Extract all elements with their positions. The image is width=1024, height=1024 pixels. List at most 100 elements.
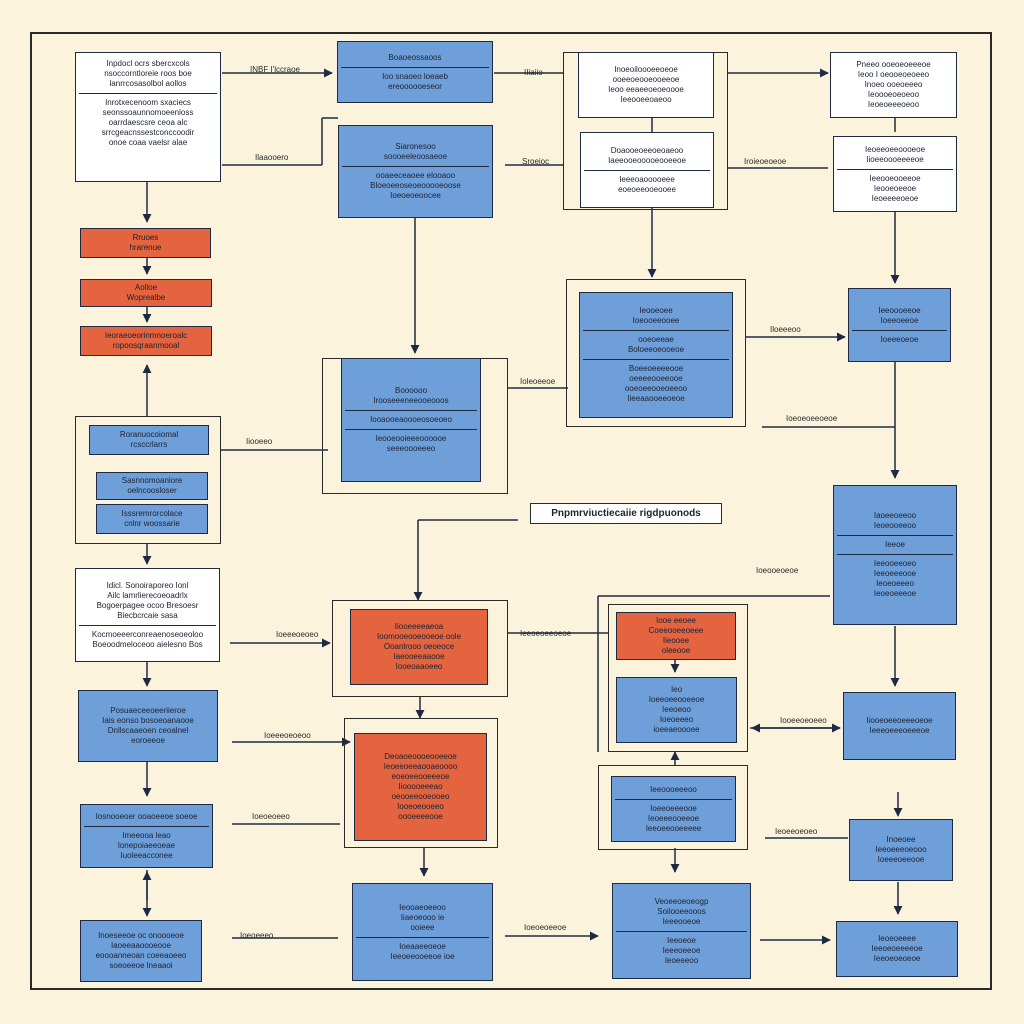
box-text: Inoeseeoe oc onoooeoe	[98, 931, 184, 940]
box-text: Inoeoiloooeeoeoe	[614, 65, 678, 74]
connector-label: Iloeeeoo	[770, 325, 801, 334]
box-text: ooeeoeooeooeeoe	[612, 75, 680, 84]
box-text: Ieoo I oeooeoeoeeo	[857, 70, 930, 79]
box-text: Boloeeoeooeoe	[627, 345, 685, 354]
box-text: nsoccorntloreie roos boe	[104, 69, 192, 78]
alert-box: Deoaoeoooeooeeoe Ieoeeoeeaooaeoooo eoeoe…	[354, 733, 487, 841]
process-box: Ieoeeoeeoooeoe Iioeeoooeeeeoe Ieeooeooee…	[833, 136, 957, 212]
divider	[84, 825, 209, 827]
alert-box: Iooe eeoee Coeeooeeoeee Iieooee oleeooe	[616, 612, 736, 660]
process-box: Ieeoooeeoe Ioeeoeeoe Ioeeeoeoe	[848, 288, 951, 362]
connector-label: Ioeeeoeoeo	[276, 630, 319, 639]
box-text: rcsccrlarrs	[130, 440, 168, 449]
box-text: Ieooeoeeoe	[873, 183, 917, 193]
box-text: Iaeooeeaaooe	[393, 652, 445, 661]
box-text: Coeeooeeoeee	[648, 626, 704, 635]
process-box: Inoeoiloooeeoeoe ooeeoeooeooeeoe Ieoo ee…	[578, 52, 714, 118]
box-text: Inrotxecenoom sxaciecs	[105, 98, 191, 107]
box-text: Ieeoe	[884, 540, 906, 549]
box-text: eoeoeeooeooee	[618, 184, 676, 194]
process-box: Doaooeoeeoeoaeoo Iaeeooeooooeooeeoe Ieee…	[580, 132, 714, 208]
box-text: Ieoeoeeeo	[876, 579, 914, 588]
connector-label: Ilaaooero	[255, 153, 289, 162]
box-text: Ieoeoeeeoe	[873, 589, 917, 598]
box-text: Ieeoooeeeoo	[650, 784, 697, 794]
box-text: Ieeeoeeoe	[662, 945, 701, 955]
box-text: Bloeoeeoseoeooooeoose	[370, 181, 461, 190]
connector-label: Ioleoeeoe	[520, 377, 556, 386]
box-text: oleeooe	[661, 646, 691, 655]
process-box: Ieooeoee Ioeooeeooee ooeoeeae Boloeeoeoo…	[579, 292, 733, 418]
box-text: eoroeeoe	[131, 736, 165, 745]
box-text: Ioeeoeeoe	[880, 315, 919, 325]
alert-box: Ieoraeoeorinmnoeroalc ropoosqraanmooal	[80, 326, 212, 356]
connector-label: Ieeoeoeeoeoe	[520, 629, 572, 638]
box-text: Ioo snaoeo loeaeb	[382, 71, 448, 81]
box-text: Iooaooeaoooeosoeoeo	[370, 415, 452, 424]
box-text: Ailc lamrlierecoeoadrlx	[107, 590, 188, 600]
box-text: Inoeo ooeoeeeo	[864, 80, 923, 89]
box-text: Iaoeeoeeoo	[873, 511, 917, 520]
box-text: onoe coaa vaelsr alae	[108, 138, 188, 147]
box-text: seeeoooeeeo	[386, 444, 436, 453]
box-text: Ieeeooeoe	[662, 916, 701, 926]
box-text: ropoosqraanmooal	[112, 341, 180, 350]
box-text: Inpdocl ocrs sbercxcols	[106, 59, 190, 68]
box-text: lanrrcosasolbol aollos	[109, 79, 187, 88]
group-frame	[75, 416, 221, 544]
connector-label: Ieoeeoeoeo	[775, 827, 818, 836]
connector-label: IIiaiio	[524, 68, 543, 77]
box-text: Ioeoeoeoocee	[390, 191, 441, 200]
box-text: Ioeeeoeoe	[880, 334, 919, 344]
box-text: Ioeaaeeoeoe	[399, 941, 446, 951]
divider	[583, 330, 729, 331]
box-text: Iaoeeaaoooeooe	[110, 941, 172, 950]
group-frame	[608, 604, 748, 752]
box-text: Sasnnomoaniore	[121, 476, 183, 485]
process-box: Veoeeoeoeogp Soilooeeooos Ieeeooeoe Ieeo…	[612, 883, 751, 979]
box-text: Ieeoeeeoeooo	[875, 845, 927, 854]
box-text: Woprealbe	[126, 293, 166, 302]
box-text: Ieo	[670, 685, 683, 694]
connector-label: Ioeoeeeo	[240, 931, 274, 940]
process-box: Posuaeceeoeeriieroe Iais eonso bosoeoana…	[78, 690, 218, 762]
divider	[837, 554, 953, 555]
box-text: srrcgeacnssestconccoodir	[101, 128, 195, 137]
box-text: Iooe eeoee	[655, 616, 697, 625]
box-text: ooeoeeae	[638, 335, 674, 344]
process-box: Iosnooeoer ooaoeeoe soeoe Imeeooa leao l…	[80, 804, 213, 868]
process-box: Boaoeossaoos Ioo snaoeo loeaeb ereoooooe…	[337, 41, 493, 103]
box-text: cnlnr woossarie	[124, 519, 180, 528]
box-text: Iiooooeeeao	[398, 782, 443, 791]
box-text: Boaoeossaoos	[388, 52, 442, 62]
connector-label: Ioeooeoeoe	[756, 566, 799, 575]
group-frame	[332, 600, 508, 697]
divider	[616, 930, 747, 932]
box-text: oeooeeooeooeo	[391, 792, 450, 801]
box-text: Ioeooeeooee	[632, 316, 680, 325]
divider	[342, 166, 489, 167]
box-text: Ieeooeeoaeoo	[620, 95, 672, 104]
process-box: Inoeseeoe oc onoooeoe Iaoeeaaoooeooe eoo…	[80, 920, 202, 982]
box-text: Ieoeoeeee	[878, 934, 916, 943]
diagram-frame	[30, 32, 992, 990]
box-text: Ioomooeooeooeoe oole	[376, 632, 462, 641]
box-text: Ieooeoee	[639, 306, 673, 315]
divider	[837, 535, 953, 536]
box-text: Ioeeoeeeooe	[650, 803, 697, 813]
box-text: Ieeoeoe	[667, 935, 696, 945]
box-text: Boeoodmeloceoo aielesno Bos	[92, 639, 203, 649]
connector-label: Iooeeoeoeeo	[780, 716, 827, 725]
box-text: Iuoleeacconee	[120, 850, 173, 860]
box-text: Biecbcrcaie sasa	[117, 610, 178, 620]
box-text: Ieeoeoeeeeoe	[871, 944, 923, 953]
box-text: Veoeeoeoeogp	[654, 896, 709, 906]
connector-label: Ioeeeoeoeoo	[264, 731, 311, 740]
connector-label: Ioeoeoeeoeoe	[786, 414, 838, 423]
box-text: Imeeooa leao	[122, 830, 171, 840]
divider	[837, 168, 953, 170]
box-text: Ieeeoeeeoeeeoe	[869, 726, 930, 735]
alert-box: Iiooeeeeaeoa Ioomooeooeooeoe oole Ooanlr…	[350, 609, 488, 685]
box-text: soeoeeoe lneaaoi	[109, 961, 173, 970]
